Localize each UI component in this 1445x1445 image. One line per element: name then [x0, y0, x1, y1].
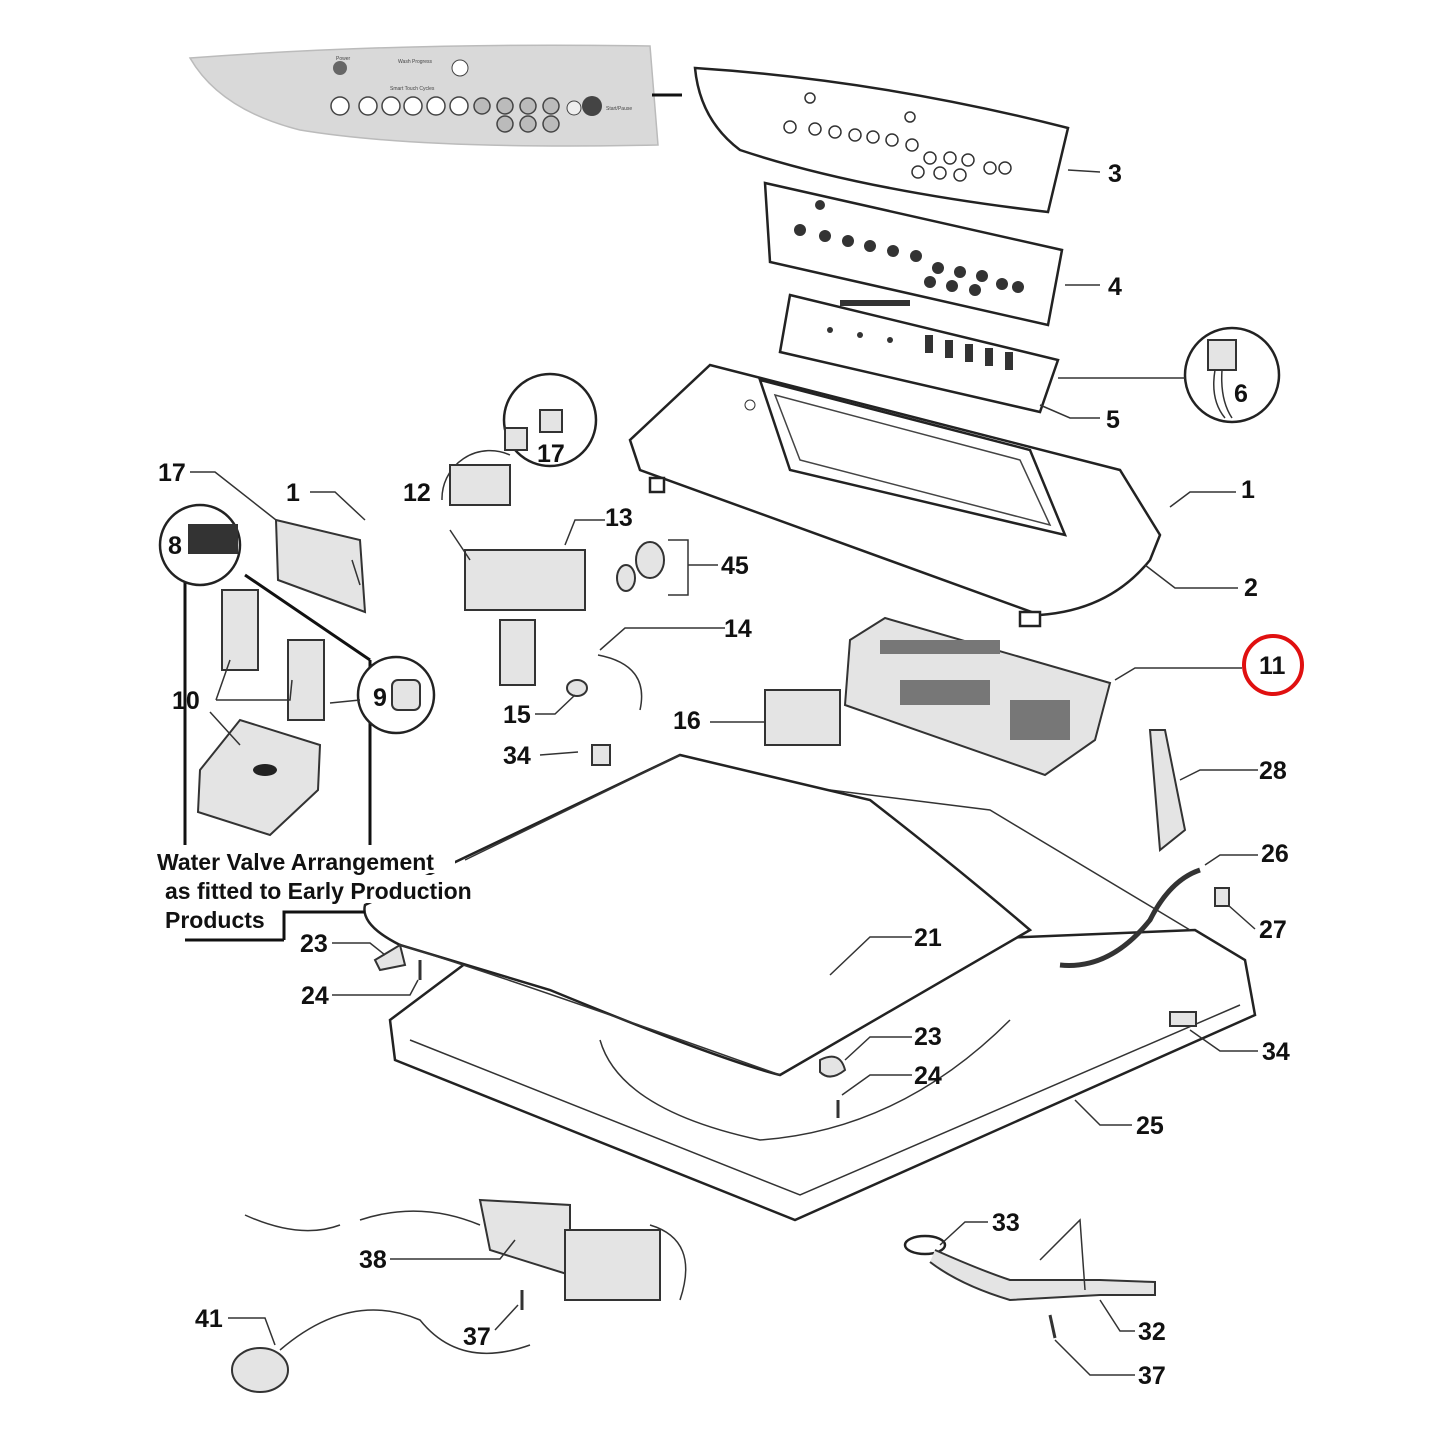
label-part-23: 23: [914, 1023, 942, 1051]
label-part-5: 5: [1106, 406, 1120, 434]
label-part-6: 6: [1234, 380, 1248, 408]
label-part-26: 26: [1261, 840, 1289, 868]
control-panel-overlay: Power Wash Progress Smart Touch Cycles S…: [188, 44, 682, 147]
label-part-21: 21: [914, 924, 942, 952]
part-4-button-panel: [763, 181, 1064, 327]
label-part-23: 23: [300, 930, 328, 958]
part-11-highlight-circle: [1242, 634, 1304, 696]
label-part-24: 24: [301, 982, 329, 1010]
start-pause-lettering: Start/Pause: [606, 106, 632, 112]
cycle-buttons: [330, 96, 469, 116]
label-part-34: 34: [503, 742, 531, 770]
label-part-45: 45: [721, 552, 749, 580]
label-part-4: 4: [1108, 273, 1122, 301]
label-part-14: 14: [724, 615, 752, 643]
start-button-icon: [582, 96, 602, 116]
valve-arrangement-caption: Water Valve Arrangement as fitted to Ear…: [155, 845, 495, 935]
label-part-11: 11: [1259, 652, 1286, 680]
label-part-27: 27: [1259, 916, 1287, 944]
leader-lines: [190, 169, 1258, 1376]
smart-touch-lettering: Smart Touch Cycles: [390, 86, 435, 92]
part-21-lid: [363, 753, 1033, 1077]
label-part-17: 17: [537, 440, 565, 468]
label-part-2: 2: [1244, 574, 1258, 602]
label-part-33: 33: [992, 1209, 1020, 1237]
label-part-41: 41: [195, 1305, 223, 1333]
label-part-8: 8: [168, 532, 182, 560]
label-part-38: 38: [359, 1246, 387, 1274]
part-26-hose: [1059, 867, 1201, 968]
label-part-12: 12: [403, 479, 431, 507]
label-part-37: 37: [463, 1323, 491, 1351]
caption-line-1: Water Valve Arrangement: [157, 849, 434, 875]
water-valve-arrangement: [158, 503, 436, 942]
label-part-13: 13: [605, 504, 633, 532]
wash-progress-lettering: Wash Progress: [398, 59, 432, 65]
label-part-25: 25: [1136, 1112, 1164, 1140]
label-part-32: 32: [1138, 1318, 1166, 1346]
label-part-15: 15: [503, 701, 531, 729]
label-part-34: 34: [1262, 1038, 1290, 1066]
label-part-1: 1: [1241, 476, 1255, 504]
arrow-icon: [329, 559, 361, 704]
part-5-user-interface-board: [778, 293, 1060, 414]
part-6-wiring-detail: [1183, 326, 1281, 424]
power-button-icon: [333, 61, 347, 75]
label-part-1: 1: [286, 479, 300, 507]
label-part-17: 17: [158, 459, 186, 487]
caption-line-3: Products: [165, 907, 265, 933]
part-2-console-housing: [628, 363, 1162, 628]
label-part-16: 16: [673, 707, 701, 735]
part-3-fascia-overlay: [693, 66, 1070, 214]
bottom-parts: [231, 960, 1156, 1393]
caption-line-2: as fitted to Early Production: [165, 878, 472, 904]
label-part-10: 10: [172, 687, 200, 715]
label-part-28: 28: [1259, 757, 1287, 785]
part-13-water-valve-and-small-parts: [373, 372, 1230, 1078]
label-part-3: 3: [1108, 160, 1122, 188]
label-part-9: 9: [373, 684, 387, 712]
power-lettering: Power: [336, 56, 351, 62]
option-buttons: [473, 97, 560, 133]
part-11-main-control-board: [843, 616, 1112, 777]
part-labels: 3 4 6 5 1 2 11 17 1 12 17 13 45 8 14 10 …: [158, 160, 1290, 1390]
label-part-37: 37: [1138, 1362, 1166, 1390]
label-part-24: 24: [914, 1062, 942, 1090]
